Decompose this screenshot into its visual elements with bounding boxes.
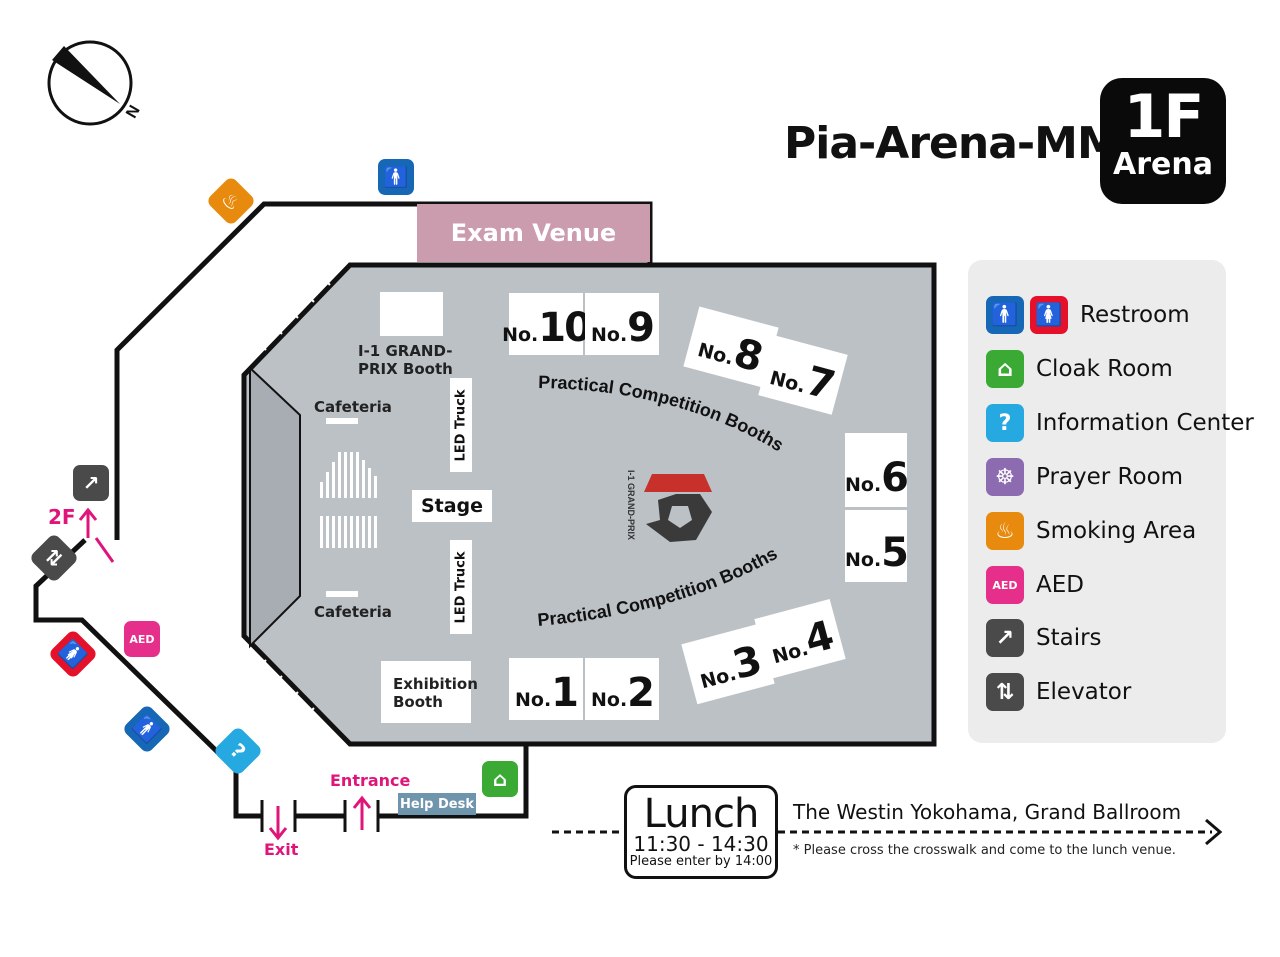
elevator-icon: ⇅	[986, 673, 1024, 711]
venue-title: Pia-Arena-MM	[784, 118, 1121, 169]
building-outer-wall	[114, 201, 653, 540]
crosswalk-note: * Please cross the crosswalk and come to…	[793, 843, 1176, 858]
stage: Stage	[412, 490, 492, 522]
legend-aed: AED AED	[986, 565, 1084, 605]
grandprix-booth-box	[380, 292, 443, 336]
legend-stairs: ↗ Stairs	[986, 618, 1102, 658]
grandprix-booth-label: I-1 GRAND-PRIX Booth	[358, 342, 453, 378]
lunch-box: Lunch 11:30 - 14:30 Please enter by 14:0…	[624, 785, 778, 879]
legend-smoking: ♨ Smoking Area	[986, 511, 1196, 551]
logo-text: I-1 GRAND-PRIX	[626, 470, 636, 540]
booth-9: No.9	[585, 293, 659, 355]
legend-info: ? Information Center	[986, 403, 1254, 443]
seating-area	[249, 365, 301, 649]
booth-6: No.6	[845, 433, 909, 507]
lunch-title: Lunch	[643, 791, 760, 837]
building-left-wall	[33, 538, 262, 819]
booth-1: No.1	[509, 658, 583, 720]
help-desk: Help Desk	[398, 793, 476, 815]
exit-label: Exit	[264, 840, 299, 859]
restroom-women-icon: 🚺	[1030, 296, 1068, 334]
cloak-room-icon: ⌂	[482, 761, 518, 797]
restroom-men-icon: 🚹	[986, 296, 1024, 334]
building-right-lower-wall	[378, 745, 529, 819]
cafeteria-top-label: Cafeteria	[314, 398, 392, 416]
exam-venue: Exam Venue	[417, 204, 650, 262]
compass-icon: N	[47, 40, 144, 126]
stairs-icon: ↗	[73, 465, 109, 501]
grandprix-logo	[644, 474, 712, 542]
booth-2: No.2	[585, 658, 659, 720]
legend-restroom: 🚹 🚺 Restroom	[986, 295, 1190, 335]
stairs-icon: ↗	[986, 619, 1024, 657]
booth-10: No.10	[502, 293, 592, 355]
compass-north-label: N	[123, 103, 144, 122]
lunch-destination: The Westin Yokohama, Grand Ballroom	[793, 800, 1182, 824]
aed-icon: AED	[124, 621, 160, 657]
lunch-time: 11:30 - 14:30	[633, 832, 769, 856]
area-label: Arena	[1113, 147, 1213, 182]
legend-panel: 🚹 🚺 Restroom ⌂ Cloak Room ? Information …	[968, 260, 1254, 743]
restroom-men-icon: 🚹	[378, 159, 414, 195]
exhibition-booth: Exhibition Booth	[381, 661, 478, 723]
floor-label: 1F	[1123, 82, 1205, 152]
lunch-note: Please enter by 14:00	[629, 854, 773, 869]
entrance-label: Entrance	[330, 771, 411, 790]
smoking-area-icon: ♨	[986, 512, 1024, 550]
led-truck-top: LED Truck	[450, 378, 472, 472]
legend-prayer: ☸ Prayer Room	[986, 457, 1183, 497]
legend-elevator: ⇅ Elevator	[986, 672, 1131, 712]
prayer-room-icon: ☸	[986, 458, 1024, 496]
information-center-icon: ?	[986, 404, 1024, 442]
second-floor-label: 2F	[48, 505, 76, 529]
aed-icon: AED	[986, 566, 1024, 604]
floor-badge: 1F Arena	[1100, 78, 1226, 204]
booth-5: No.5	[845, 510, 909, 582]
cloak-room-icon: ⌂	[986, 350, 1024, 388]
cafeteria-bottom-label: Cafeteria	[314, 603, 392, 621]
seat-grid	[320, 418, 377, 597]
legend-cloak: ⌂ Cloak Room	[986, 349, 1173, 389]
led-truck-bottom: LED Truck	[450, 540, 472, 634]
